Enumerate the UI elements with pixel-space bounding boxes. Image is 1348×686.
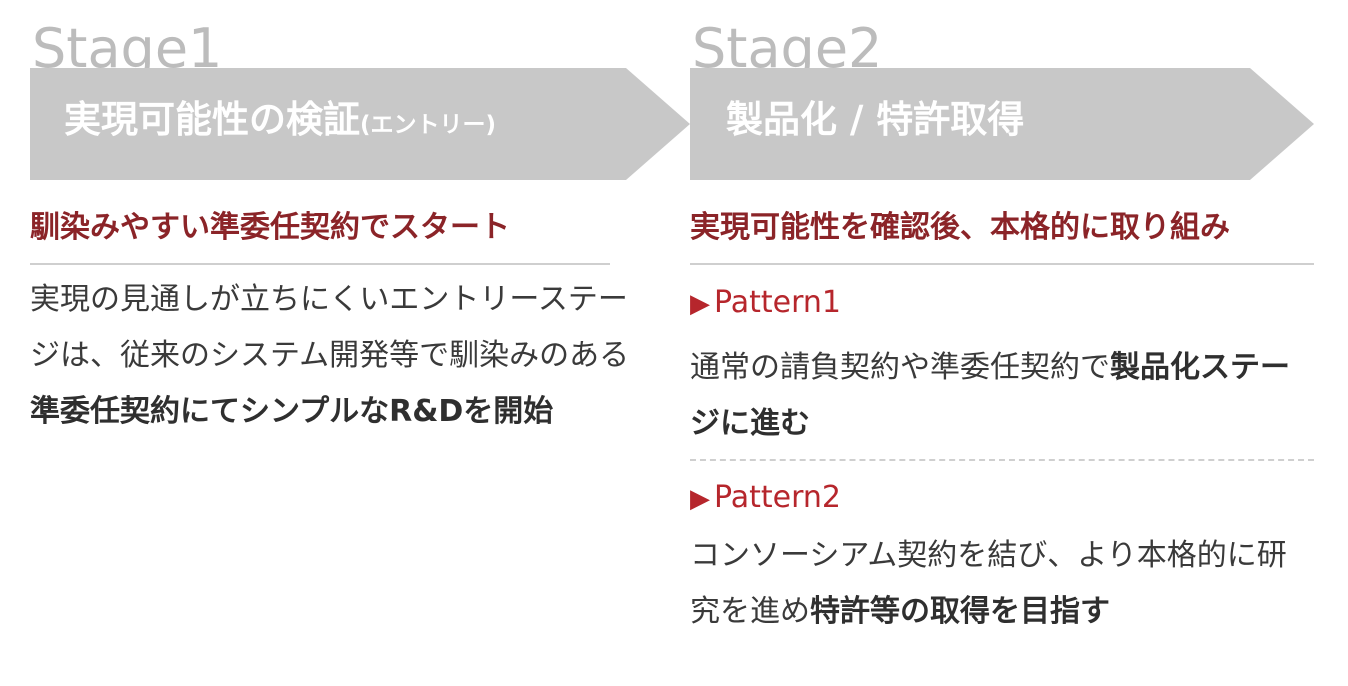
pattern2-label: ▶Pattern2 [690, 480, 841, 516]
stage1-title-main: 実現可能性の検証 [64, 98, 360, 141]
pattern1-body-text: 通常の請負契約や準委任契約で [690, 350, 1110, 385]
stage1-body-emphasis: 準委任契約にてシンプルなR&Dを開始 [30, 394, 554, 429]
pattern1-name: Pattern1 [714, 285, 842, 320]
pattern1-label: ▶Pattern1 [690, 285, 841, 321]
pattern1-body: 通常の請負契約や準委任契約で製品化ステージに進む [690, 340, 1310, 452]
triangle-right-icon: ▶ [690, 484, 710, 514]
stage2-arrow: 製品化 / 特許取得 [690, 68, 1314, 180]
stage2-label: Stage2 [692, 17, 883, 80]
stage1-subhead: 馴染みやすい準委任契約でスタート [30, 210, 510, 245]
stage2-title: 製品化 / 特許取得 [726, 98, 1025, 141]
triangle-right-icon: ▶ [690, 289, 710, 319]
stage1-title: 実現可能性の検証(エントリー) [64, 98, 496, 142]
stage1-body: 実現の見通しが立ちにくいエントリーステージは、従来のシステム開発等で馴染みのある… [30, 272, 640, 440]
stage2-subhead: 実現可能性を確認後、本格的に取り組み [690, 210, 1230, 245]
stage1-label: Stage1 [32, 17, 223, 80]
stage1-body-text: 実現の見通しが立ちにくいエントリーステージは、従来のシステム開発等で馴染みのある [30, 282, 630, 373]
pattern-separator [690, 459, 1314, 461]
pattern2-body-emphasis: 特許等の取得を目指す [810, 594, 1110, 629]
pattern1-body-emphasis: 製品化ステージに進む [690, 350, 1290, 441]
stage1-arrow: 実現可能性の検証(エントリー) [30, 68, 690, 180]
stage1-divider [30, 263, 610, 265]
pattern2-body-text: コンソーシアム契約を結び、より本格的に研究を進め [690, 538, 1287, 629]
stage1-title-sub: (エントリー) [360, 112, 497, 138]
stage2-divider [690, 263, 1314, 265]
pattern2-body: コンソーシアム契約を結び、より本格的に研究を進め特許等の取得を目指す [690, 528, 1310, 640]
pattern2-name: Pattern2 [714, 480, 842, 515]
